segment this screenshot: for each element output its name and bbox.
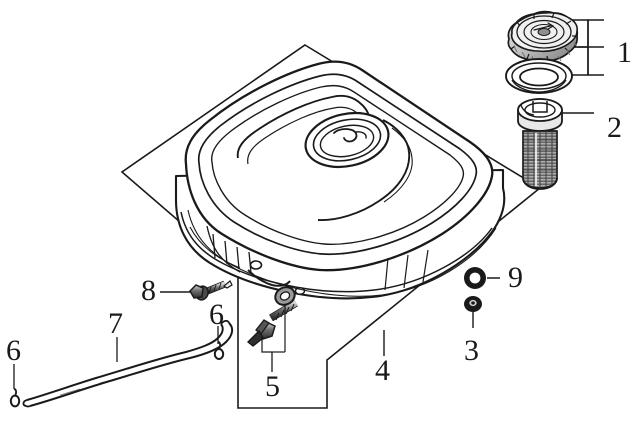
fuel-tank-cap: [507, 10, 579, 63]
callout-label-1: 1: [617, 36, 632, 69]
callout-label-2: 2: [607, 111, 622, 144]
hose-clip-right: [213, 326, 225, 360]
flange-bolt: [160, 280, 233, 301]
callout-label-5: 5: [265, 370, 280, 403]
fuel-hose: [22, 319, 234, 408]
o-ring: [464, 267, 500, 289]
cap-gasket: [505, 58, 573, 94]
callout-label-7: 7: [108, 307, 123, 340]
fuel-valve-bolt: [246, 286, 298, 372]
fuel-strainer: [517, 98, 594, 190]
tank-callout-boundary: [120, 44, 542, 409]
callout-label-6-left: 6: [6, 334, 21, 367]
callout-label-9: 9: [508, 261, 523, 294]
callout-label-8: 8: [141, 274, 156, 307]
fuel-tank-part: [174, 60, 506, 300]
callout-label-6-right: 6: [209, 298, 224, 331]
hose-clip-left: [9, 364, 21, 408]
grommet: [464, 296, 482, 328]
callout-label-4: 4: [375, 354, 390, 387]
callout-label-3: 3: [464, 334, 479, 367]
